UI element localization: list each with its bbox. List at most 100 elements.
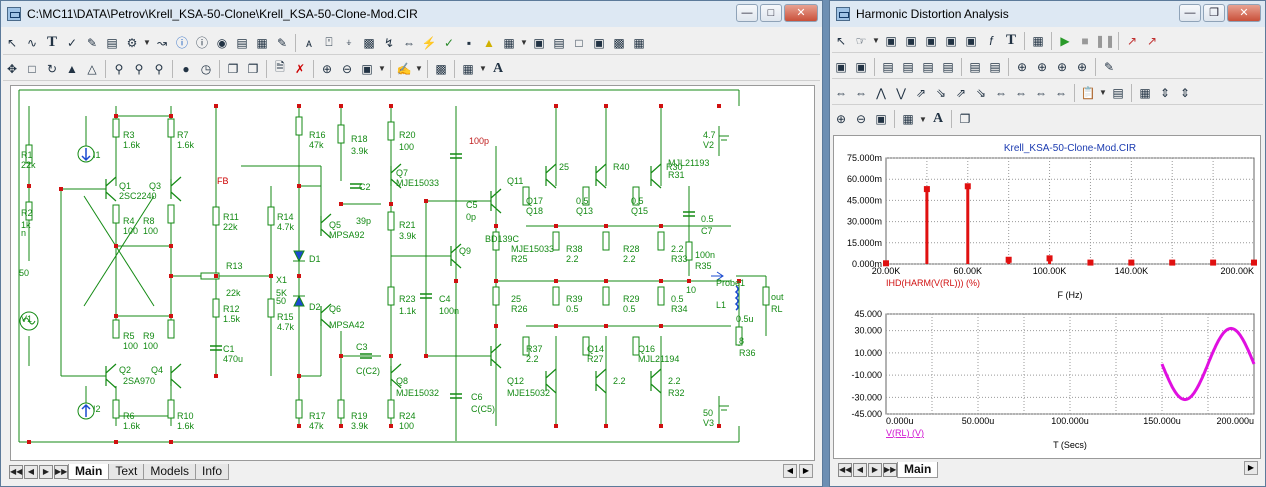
dropdown-arrow-icon[interactable]: ▼ [1099, 88, 1107, 97]
copy-icon[interactable]: ❐ [227, 61, 239, 76]
zoom-fit-icon[interactable]: ▣ [361, 61, 373, 76]
title-bar[interactable]: C:\MC11\DATA\Petrov\Krell_KSA-50-Clone\K… [1, 1, 822, 27]
dropdown-arrow-icon[interactable]: ▼ [143, 38, 151, 47]
page-icon[interactable]: ▣ [593, 35, 605, 50]
grid-text-icon[interactable]: ▩ [363, 35, 375, 50]
zoom-icon[interactable]: ⊕ [1056, 59, 1068, 74]
minimize-button[interactable]: — [1179, 4, 1201, 22]
paste-icon[interactable]: ❐ [247, 61, 259, 76]
prev-page-icon[interactable]: ◀ [853, 463, 867, 477]
scroll-right-icon[interactable]: ▶ [1244, 461, 1258, 475]
info-icon[interactable]: ⓘ [175, 36, 188, 50]
stop-icon[interactable]: ● [182, 61, 190, 76]
window-icon[interactable]: ▩ [435, 61, 447, 76]
format-icon[interactable]: ▤ [989, 59, 1001, 74]
maximize-button[interactable]: □ [760, 4, 782, 22]
scale-icon[interactable]: ▣ [885, 33, 897, 48]
grid-edit-icon[interactable]: ▦ [256, 35, 268, 50]
rotate-icon[interactable]: ↻ [46, 61, 58, 76]
table-icon[interactable]: ▦ [1139, 85, 1151, 100]
run-icon[interactable]: ▶ [1060, 33, 1070, 48]
tile-icon[interactable]: ▦ [902, 112, 914, 126]
delete-icon[interactable]: ✗ [294, 61, 306, 76]
node-text-icon[interactable]: ⍞ [325, 35, 333, 49]
clipboard-icon[interactable]: 📋 [1080, 85, 1096, 100]
font-icon[interactable]: A [932, 111, 944, 126]
scroll-left-icon[interactable]: ◀ [783, 464, 797, 478]
cursor-icon[interactable]: ⇔ [1055, 85, 1067, 100]
warning-icon[interactable]: ▲ [483, 35, 495, 50]
pin-connection-icon[interactable]: ▪ [466, 35, 472, 50]
move-icon[interactable]: ✥ [6, 61, 18, 76]
close-button[interactable]: ✕ [1227, 4, 1261, 22]
bus-icon[interactable]: ▤ [106, 35, 118, 50]
dropdown-arrow-icon[interactable]: ▼ [378, 64, 386, 73]
find-icon[interactable]: ⚲ [114, 61, 124, 76]
clock-icon[interactable]: ◷ [200, 61, 212, 76]
scroll-right-icon[interactable]: ▶ [799, 464, 813, 478]
current-icon[interactable]: ⇔ [403, 35, 415, 50]
next-page-icon[interactable]: ▶ [39, 465, 53, 479]
voltage-icon[interactable]: ↯ [383, 35, 395, 50]
find-all-icon[interactable]: ⚲ [134, 61, 144, 76]
properties-icon[interactable]: ▦ [1032, 33, 1044, 48]
line-icon[interactable]: ✓ [66, 35, 78, 50]
new-icon[interactable]: 🗎 [275, 60, 285, 74]
scale-icon[interactable]: ▣ [925, 33, 937, 48]
pin-icon[interactable]: ⍖ [345, 35, 353, 49]
condition-icon[interactable]: ✓ [443, 35, 455, 50]
dropdown-arrow-icon[interactable]: ▼ [520, 38, 528, 47]
title-bar[interactable]: Harmonic Distortion Analysis — ❐ ✕ [830, 1, 1265, 27]
attribute-icon[interactable]: ᴀ [306, 35, 312, 50]
cursor-icon[interactable]: ⇔ [995, 85, 1007, 100]
format-icon[interactable]: ▤ [942, 59, 954, 74]
page-icon[interactable]: □ [575, 35, 583, 50]
last-page-icon[interactable]: ▶▶ [883, 463, 897, 477]
mirror-icon[interactable]: △ [87, 61, 97, 76]
dropdown-arrow-icon[interactable]: ▼ [415, 64, 423, 73]
minimize-button[interactable]: — [736, 4, 758, 22]
copy-icon[interactable]: ❐ [959, 112, 971, 126]
cursor-icon[interactable]: ⇔ [1015, 85, 1027, 100]
last-page-icon[interactable]: ▶▶ [54, 465, 68, 479]
scale-icon[interactable]: ▣ [965, 33, 977, 48]
edit-icon[interactable]: ✎ [1103, 59, 1115, 74]
page-icon[interactable]: ▤ [553, 35, 565, 50]
zoom-in-icon[interactable]: ⊕ [835, 112, 847, 126]
slope-icon[interactable]: ⇘ [975, 85, 987, 100]
pause-icon[interactable]: ❚❚ [1094, 33, 1116, 48]
select-icon[interactable]: ↖ [835, 33, 847, 48]
dropdown-arrow-icon[interactable]: ▼ [479, 64, 487, 73]
plot-icon[interactable]: ↗ [1146, 33, 1158, 48]
table-icon[interactable]: ▤ [1112, 85, 1124, 100]
zoom-out-icon[interactable]: ⊖ [341, 61, 353, 76]
cursor-icon[interactable]: ⇔ [855, 85, 867, 100]
help-icon[interactable]: ⓘ [195, 36, 208, 50]
valley-icon[interactable]: ⋁ [896, 85, 906, 100]
component-icon[interactable]: ⚙ [126, 35, 138, 50]
tab-main[interactable]: Main [897, 462, 939, 478]
cursor-icon[interactable]: ⇕ [1179, 85, 1191, 100]
edit-icon[interactable]: ✎ [276, 35, 288, 50]
format-icon[interactable]: ▤ [882, 59, 894, 74]
slope-icon[interactable]: ⇘ [935, 85, 947, 100]
format-icon[interactable]: ▤ [922, 59, 934, 74]
properties-icon[interactable]: ▦ [633, 35, 645, 50]
format-icon[interactable]: ▤ [969, 59, 981, 74]
zoom-icon[interactable]: ⊕ [1016, 59, 1028, 74]
list-icon[interactable]: ▤ [236, 35, 248, 50]
pencil-icon[interactable]: ✎ [86, 35, 98, 50]
restore-button[interactable]: ❐ [1203, 4, 1225, 22]
dropdown-arrow-icon[interactable]: ▼ [872, 36, 880, 45]
peak-icon[interactable]: ⋀ [876, 85, 886, 100]
font-icon[interactable]: A [492, 60, 504, 76]
tab-info[interactable]: Info [195, 464, 230, 480]
globe-icon[interactable]: ◉ [216, 35, 228, 50]
tab-models[interactable]: Models [143, 464, 197, 480]
box-icon[interactable]: □ [28, 61, 36, 76]
window-icon[interactable]: ▩ [613, 35, 625, 50]
format-icon[interactable]: ▤ [902, 59, 914, 74]
tab-main[interactable]: Main [68, 464, 110, 480]
